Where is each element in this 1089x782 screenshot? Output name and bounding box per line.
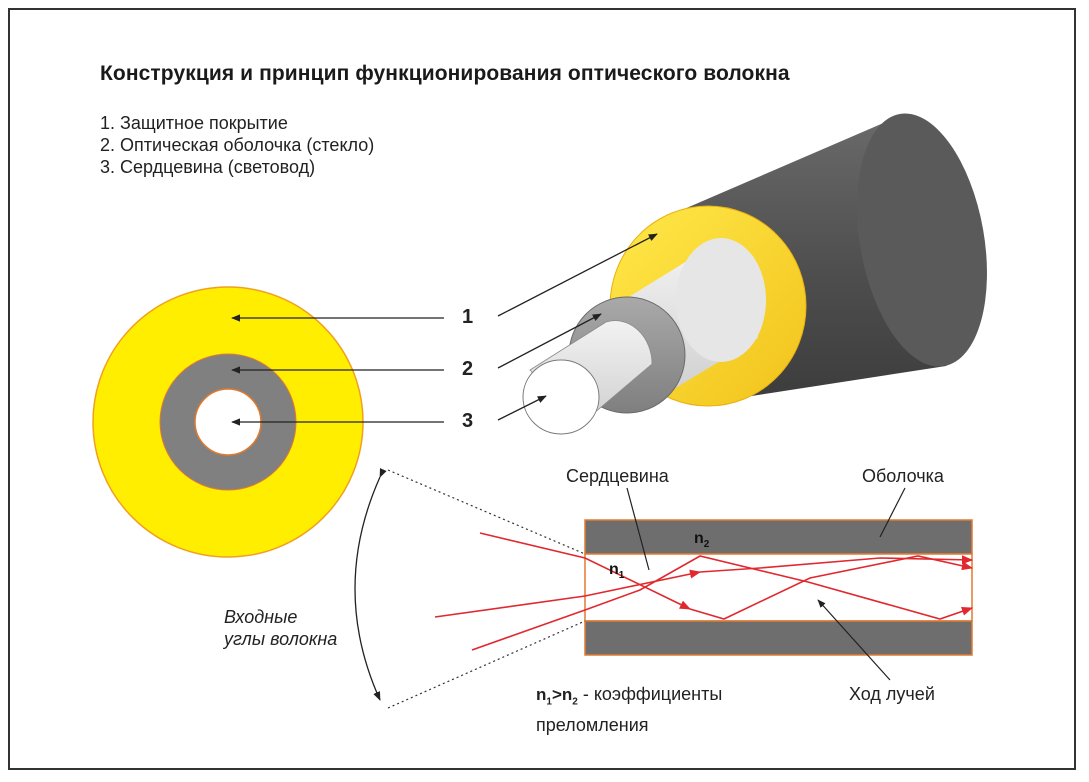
ray-path-label: Ход лучей [849,684,935,704]
n1-label: n1 [609,561,625,582]
legend-item-cladding: 2. Оптическая оболочка (стекло) [100,135,375,155]
fiber-section [584,519,973,656]
cladding-label: Оболочка [862,466,944,486]
cladding-pointer [879,487,906,538]
cladding-bottom [584,620,973,656]
ray-b-cont [699,555,974,573]
callout-number-1: 1 [462,306,474,328]
acceptance-lower-line [387,620,586,709]
ray-path-pointer [817,599,891,681]
cable-3d [522,113,987,435]
callout-number-3: 3 [462,410,474,432]
legend: 1. Защитное покрытие 2. Оптическая оболо… [100,112,374,178]
refraction-formula: n1>n2 - коэффициенты преломления [536,684,723,735]
legend-item-coating: 1. Защитное покрытие [100,113,288,133]
entry-angles-label-line1: Входные [224,607,298,627]
callout-1-line [497,233,658,317]
acceptance-upper-line [387,469,586,555]
ray-c [471,555,974,651]
core-label: Сердцевина [566,466,669,486]
callout-number-2: 2 [462,358,474,380]
legend-item-core: 3. Сердцевина (световод) [100,157,316,177]
jacket-far-end [857,113,987,367]
callout-3-line [497,395,547,421]
page-title: Конструкция и принцип функционирования о… [100,62,790,85]
refraction-formula-line2: преломления [536,714,649,735]
n2-label: n2 [694,530,710,551]
callout-2-line [497,313,602,369]
entry-angle-arc [354,468,387,701]
entry-angles-label-line2: углы волокна [224,629,338,649]
cladding-end [676,238,766,362]
core-face [522,359,600,435]
core-pointer [626,487,650,571]
ray-b [434,569,702,618]
ray-a [479,532,692,610]
